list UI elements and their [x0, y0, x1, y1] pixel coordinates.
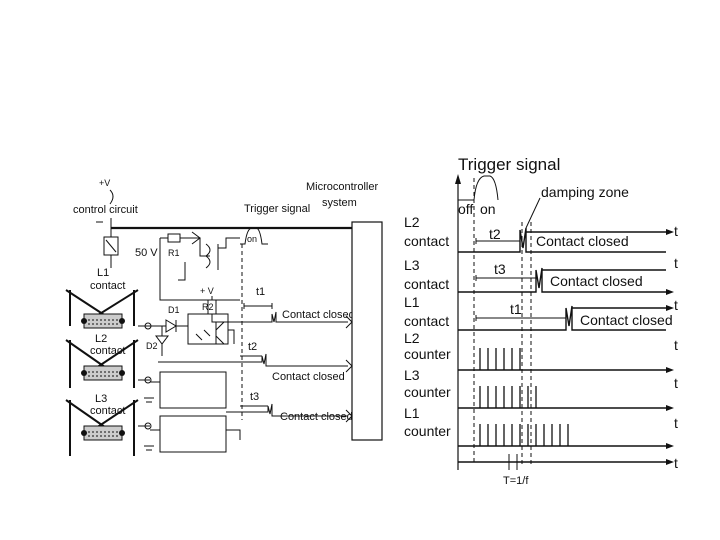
- row1-kind: contact: [404, 233, 449, 249]
- trigger-off-label: off: [458, 201, 473, 217]
- control-circuit-label: control circuit: [73, 204, 138, 216]
- l2-counter-pulses: [479, 348, 521, 370]
- period-marker: [502, 454, 524, 470]
- l2-contact-closed: Contact closed: [536, 233, 629, 249]
- row1-name: L2: [404, 214, 420, 230]
- breaker-pole-l2: [65, 339, 152, 388]
- row2-kind: contact: [404, 276, 449, 292]
- relay-coil: [205, 243, 211, 269]
- system-label: system: [322, 197, 357, 209]
- row4-name: L2: [404, 330, 420, 346]
- row1-t: t: [674, 223, 678, 239]
- supply-lead: [109, 189, 114, 205]
- diode-d2: [155, 335, 169, 345]
- l2-channel-line: [158, 353, 348, 367]
- breaker-pole-l3: [65, 399, 152, 456]
- l1-pole-contact: contact: [90, 280, 125, 292]
- d1-label: D1: [168, 305, 180, 315]
- timing-trigger-pulse: [458, 175, 499, 201]
- microcontroller-inputs: [345, 315, 353, 423]
- timing-trigger-signal-label: Trigger signal: [458, 155, 560, 174]
- row6-name: L1: [404, 405, 420, 421]
- l2-contact-trace: t2 Contact closed t: [458, 223, 678, 253]
- row6-t: t: [674, 415, 678, 431]
- l3-contact-trace: t3 Contact closed t: [458, 255, 678, 295]
- trigger-signal-label: Trigger signal: [244, 203, 310, 215]
- t1-arrow: [243, 303, 273, 309]
- trigger-on-label-right: on: [480, 201, 496, 217]
- row4-kind: counter: [404, 346, 451, 362]
- breaker-pole-l1: [65, 289, 152, 330]
- r2-label: R2: [202, 302, 214, 312]
- microcontroller-box: [351, 221, 383, 441]
- optocoupler: [187, 313, 229, 345]
- processing-block-l3: [159, 415, 227, 453]
- row2-name: L3: [404, 257, 420, 273]
- left-t2-label: t2: [248, 341, 257, 353]
- l2-pole-name: L2: [95, 333, 107, 345]
- source-voltage-label: 50 V: [135, 247, 158, 259]
- timing-diagram: Trigger signal off on damping zone L2 co…: [404, 155, 678, 487]
- damping-zone-pointer: [525, 197, 541, 229]
- row3-t: t: [674, 297, 678, 313]
- trigger-pulse: [240, 227, 268, 245]
- r1-label: R1: [168, 248, 180, 258]
- processing-block-l2: [159, 371, 227, 409]
- l3-pole-name: L3: [95, 393, 107, 405]
- l2-pole-contact: contact: [90, 345, 125, 357]
- led-diode: [191, 231, 201, 245]
- l3-pole-contact: contact: [90, 405, 125, 417]
- diode-d1: [165, 319, 177, 333]
- l1-counter-trace: t: [458, 415, 678, 449]
- damping-zone-label: damping zone: [541, 184, 629, 200]
- l3-counter-pulses: [479, 386, 537, 408]
- l1-contact-trace: t1 Contact closed t: [458, 297, 678, 331]
- period-label: T=1/f: [503, 475, 529, 487]
- l2-contact-closed-label: Contact closed: [272, 371, 345, 383]
- row5-kind: counter: [404, 384, 451, 400]
- circuit-schematic: +V control circuit 50 V R1 + V R2: [65, 178, 383, 456]
- l3-channel-line: [226, 403, 348, 417]
- timing-t2-label: t2: [489, 226, 501, 242]
- microcontroller-label: Microcontroller: [306, 181, 378, 193]
- row2-t: t: [674, 255, 678, 271]
- timing-t1-label: t1: [510, 301, 522, 317]
- l2-counter-trace: t: [458, 337, 678, 373]
- l3-counter-trace: t: [458, 375, 678, 411]
- row3-name: L1: [404, 294, 420, 310]
- left-t1-label: t1: [256, 286, 265, 298]
- d2-label: D2: [146, 341, 158, 351]
- trigger-on-label: on: [247, 234, 257, 244]
- row4-t: t: [674, 337, 678, 353]
- row6-kind: counter: [404, 423, 451, 439]
- supply-label: +V: [99, 178, 110, 188]
- l3-contact-closed: Contact closed: [550, 273, 643, 289]
- plus-v-label: + V: [200, 286, 214, 296]
- l1-counter-pulses: [479, 424, 569, 446]
- bottom-t: t: [674, 455, 678, 471]
- l3-contact-closed-label: Contact closed: [280, 411, 353, 423]
- l1-channel-line: [228, 311, 348, 323]
- l1-pole-name: L1: [97, 267, 109, 279]
- row5-t: t: [674, 375, 678, 391]
- row5-name: L3: [404, 367, 420, 383]
- timing-axis-arrowhead: [455, 174, 461, 184]
- timing-t3-label: t3: [494, 261, 506, 277]
- row3-kind: contact: [404, 313, 449, 329]
- left-t3-label: t3: [250, 391, 259, 403]
- l1-contact-closed: Contact closed: [580, 312, 673, 328]
- resistor-r1: [167, 233, 181, 243]
- l1-contact-closed-label: Contact closed: [282, 309, 355, 321]
